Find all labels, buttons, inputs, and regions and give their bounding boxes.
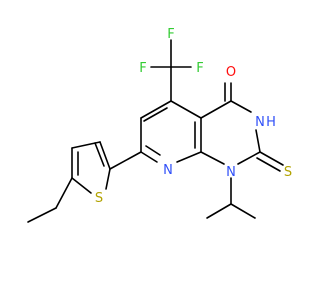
fluorine-label: F — [167, 27, 174, 42]
bond-c7-n8 — [140, 151, 158, 163]
bond-t5-ch2 — [55, 177, 73, 209]
bond-s-t2 — [105, 168, 111, 190]
bond-c5-c6 — [140, 100, 172, 119]
bond-ch2-ch3 — [27, 207, 57, 223]
bond-ch-me1 — [206, 203, 232, 219]
bond-n8-c8a — [176, 151, 202, 163]
bond-n3-c2 — [255, 129, 261, 153]
bond-c7-n8-double — [145, 145, 161, 156]
bond-c4a-c5 — [170, 100, 202, 119]
bond-c7-thiophene — [109, 151, 142, 170]
bond-n1-c8a — [200, 151, 225, 165]
oxygen-label: O — [226, 65, 236, 80]
molecule-svg: F F F O N H S N N S — [27, 27, 292, 223]
bond-c5-c6-double — [143, 107, 168, 122]
bond-c4a-c4 — [200, 100, 232, 119]
fluorine-label: F — [139, 61, 146, 76]
nh-hydrogen-label: H — [266, 115, 276, 130]
molecule-diagram: F F F O N H S N N S — [27, 27, 293, 223]
substituted-nitrogen-label: N — [226, 165, 236, 180]
bond-c2-n1 — [237, 151, 261, 165]
bond-c4-n3 — [230, 100, 252, 113]
bond-ch-me2 — [230, 203, 256, 219]
bond-c2-s-double — [256, 157, 281, 172]
bond-t3-t4 — [71, 141, 101, 149]
thione-sulfur-label: S — [284, 165, 292, 180]
bond-t2-t3 — [99, 141, 111, 170]
atom-labels: F F F O N H S N N S — [95, 27, 292, 206]
fluorine-label: F — [196, 61, 203, 76]
bond-t2-t3-double — [94, 142, 105, 167]
bonds — [27, 39, 284, 223]
nh-nitrogen-label: N — [255, 115, 265, 130]
bond-t5-s — [71, 177, 92, 194]
pyridine-nitrogen-label: N — [163, 163, 173, 178]
thiophene-sulfur-label: S — [95, 191, 103, 206]
bond-c2-s — [259, 151, 284, 166]
